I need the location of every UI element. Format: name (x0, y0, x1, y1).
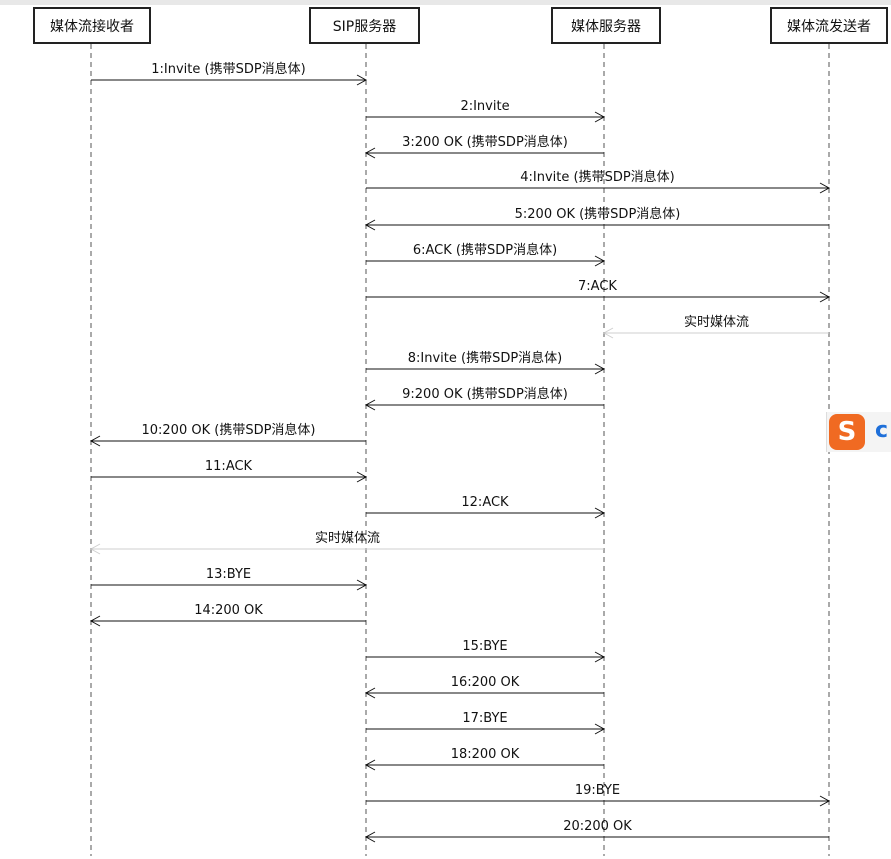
arrowhead (594, 507, 606, 519)
arrowhead (594, 255, 606, 267)
message-label: 18:200 OK (451, 747, 520, 762)
message-20: 18:200 OK (364, 747, 604, 771)
message-label: 8:Invite (携带SDP消息体) (408, 350, 563, 366)
message-18: 16:200 OK (364, 675, 604, 699)
arrowhead (594, 651, 606, 663)
message-13: 12:ACK (366, 495, 606, 519)
message-label: 3:200 OK (携带SDP消息体) (402, 134, 568, 150)
message-19: 17:BYE (366, 711, 606, 735)
message-label: 13:BYE (206, 567, 251, 582)
message-label: 20:200 OK (563, 819, 632, 834)
arrowhead (364, 687, 376, 699)
top-strip (0, 0, 891, 5)
message-label: 12:ACK (461, 495, 509, 510)
message-label: 1:Invite (携带SDP消息体) (151, 61, 306, 77)
arrowhead (89, 543, 101, 555)
arrowhead (364, 759, 376, 771)
message-label: 9:200 OK (携带SDP消息体) (402, 386, 568, 402)
arrowhead (364, 399, 376, 411)
arrowhead (89, 615, 101, 627)
arrowhead (364, 219, 376, 231)
actor-receiver: 媒体流接收者 (33, 7, 151, 44)
message-label: 10:200 OK (携带SDP消息体) (141, 422, 315, 438)
message-7: 7:ACK (366, 279, 831, 303)
actor-sender: 媒体流发送者 (770, 7, 888, 44)
message-label: 14:200 OK (194, 603, 263, 618)
message-15: 13:BYE (91, 567, 368, 591)
message-label: 实时媒体流 (315, 531, 380, 546)
ime-toolbar[interactable]: S c (826, 412, 891, 452)
arrowhead (356, 471, 368, 483)
actor-media: 媒体服务器 (551, 7, 661, 44)
arrowhead (364, 147, 376, 159)
arrowhead (356, 579, 368, 591)
message-11: 10:200 OK (携带SDP消息体) (89, 422, 366, 447)
message-3: 3:200 OK (携带SDP消息体) (364, 134, 604, 159)
message-12: 11:ACK (91, 459, 368, 483)
actor-sip: SIP服务器 (309, 7, 420, 44)
message-16: 14:200 OK (89, 603, 366, 627)
message-8: 实时媒体流 (602, 315, 829, 339)
arrowhead (89, 435, 101, 447)
arrowhead (594, 723, 606, 735)
arrowhead (602, 327, 614, 339)
arrowhead (594, 363, 606, 375)
message-label: 11:ACK (205, 459, 253, 474)
message-label: 15:BYE (462, 639, 507, 654)
message-2: 2:Invite (366, 99, 606, 123)
message-4: 4:Invite (携带SDP消息体) (366, 169, 831, 194)
message-10: 9:200 OK (携带SDP消息体) (364, 386, 604, 411)
message-label: 2:Invite (460, 99, 509, 114)
message-14: 实时媒体流 (89, 531, 604, 555)
arrowhead (364, 831, 376, 843)
message-22: 20:200 OK (364, 819, 829, 843)
message-label: 4:Invite (携带SDP消息体) (520, 169, 675, 185)
message-label: 7:ACK (578, 279, 617, 294)
message-label: 6:ACK (携带SDP消息体) (413, 242, 557, 258)
message-label: 16:200 OK (451, 675, 520, 690)
message-label: 17:BYE (462, 711, 507, 726)
message-label: 实时媒体流 (684, 315, 749, 330)
message-label: 19:BYE (575, 783, 620, 798)
ime-letter: c (875, 418, 889, 443)
sogou-logo-icon[interactable]: S (829, 414, 865, 450)
message-17: 15:BYE (366, 639, 606, 663)
message-5: 5:200 OK (携带SDP消息体) (364, 206, 829, 231)
message-label: 5:200 OK (携带SDP消息体) (515, 206, 681, 222)
message-6: 6:ACK (携带SDP消息体) (366, 242, 606, 267)
arrowhead (356, 74, 368, 86)
arrowhead (594, 111, 606, 123)
message-21: 19:BYE (366, 783, 831, 807)
message-1: 1:Invite (携带SDP消息体) (91, 61, 368, 86)
arrowhead (819, 182, 831, 194)
message-9: 8:Invite (携带SDP消息体) (366, 350, 606, 375)
arrowhead (819, 291, 831, 303)
arrowhead (819, 795, 831, 807)
